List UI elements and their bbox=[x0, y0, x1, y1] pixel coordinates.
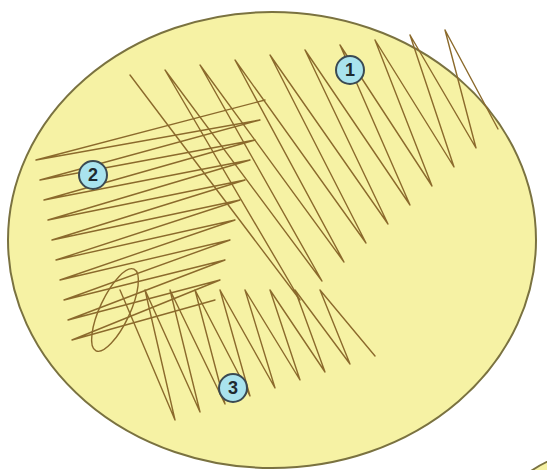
callout-circle: 3 bbox=[218, 373, 248, 403]
streak-zone-1 bbox=[130, 30, 498, 300]
second-dish bbox=[490, 450, 547, 470]
callout-number: 2 bbox=[88, 166, 98, 184]
streak-zone-2 bbox=[36, 100, 265, 340]
streak-zone-3 bbox=[120, 290, 375, 420]
callout-number: 1 bbox=[345, 61, 355, 79]
callout-circle: 2 bbox=[78, 160, 108, 190]
petri-dish bbox=[8, 12, 536, 468]
callout-circle: 1 bbox=[335, 55, 365, 85]
streak-loop bbox=[82, 263, 147, 357]
callout-number: 3 bbox=[228, 379, 238, 397]
